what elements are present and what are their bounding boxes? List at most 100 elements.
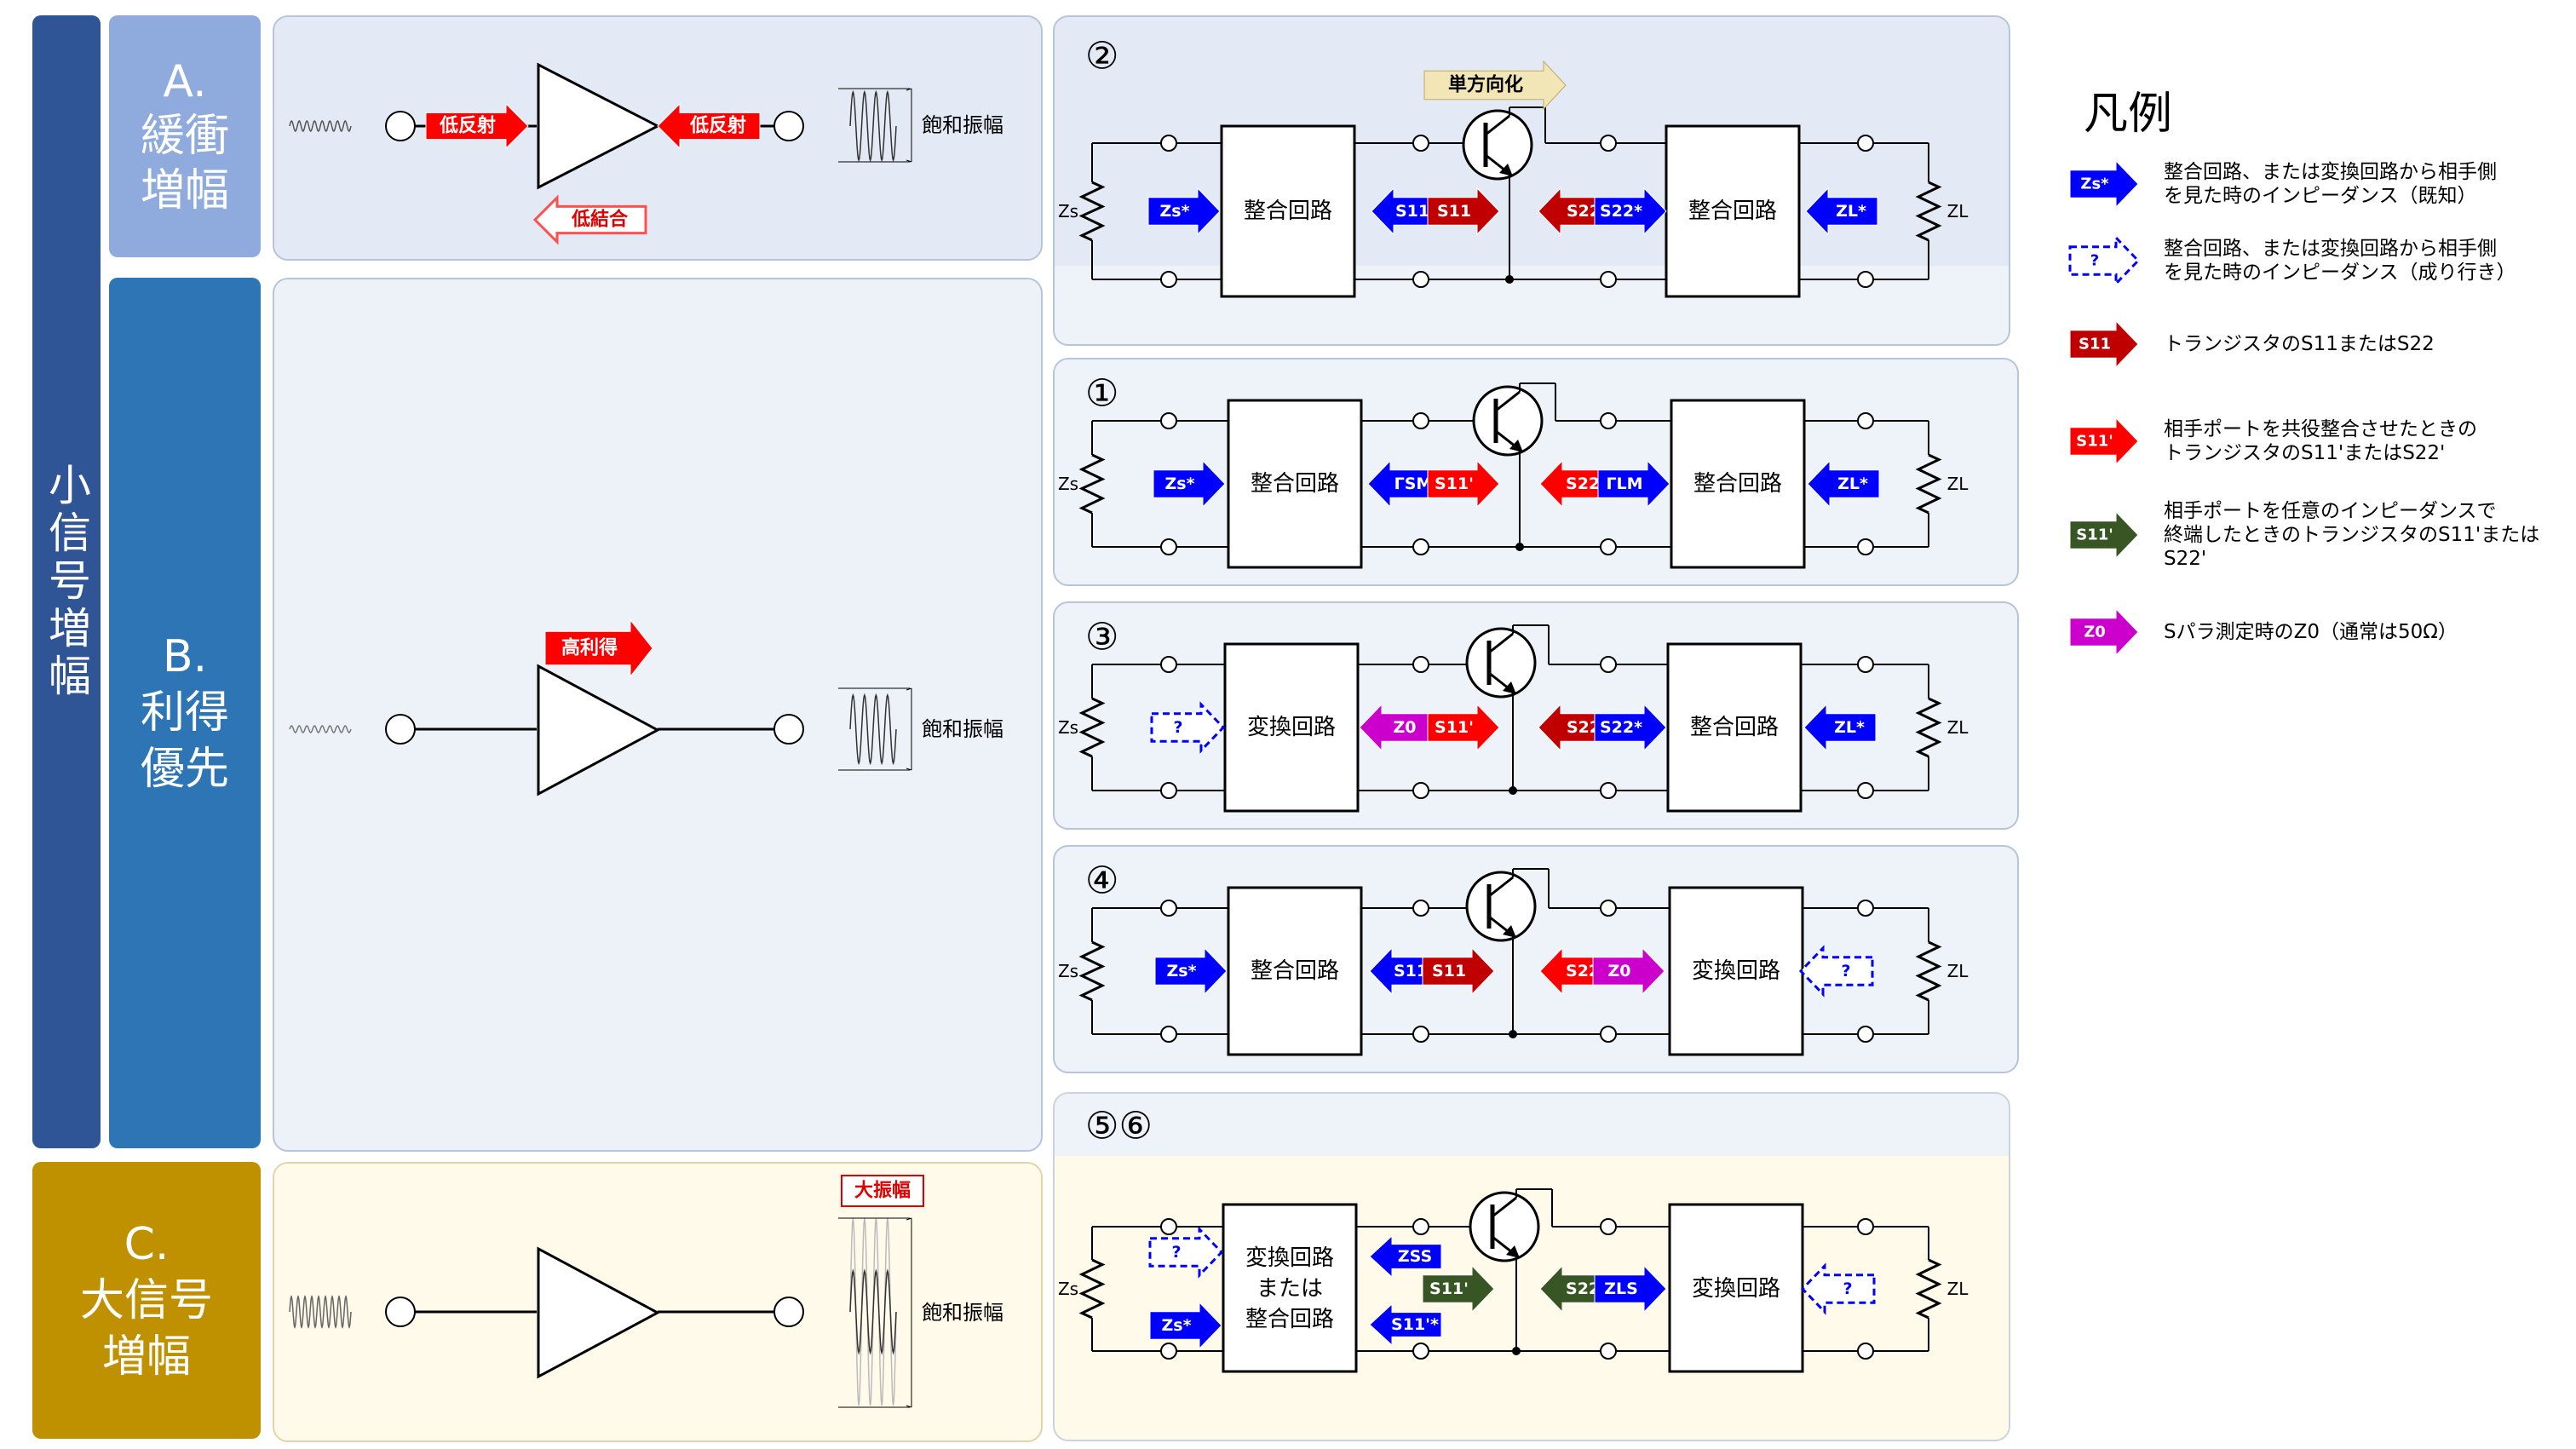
- arrow-p2-3-label: S22: [1567, 202, 1601, 221]
- circuit-p56-left-box: [1222, 1203, 1358, 1373]
- circuit-p3-emitter-arrow: [1503, 681, 1516, 694]
- arrow-p4-4: [1592, 946, 1665, 996]
- category-b-line2: 優先: [140, 744, 229, 795]
- circuit-p56-term-2: [1160, 1343, 1177, 1360]
- circuit-p56-term-7: [1857, 1218, 1874, 1235]
- circuit-p4-left-box: [1227, 886, 1363, 1056]
- circuit-p4-term-2: [1160, 1026, 1177, 1043]
- circuit-p1-zs-label: Zs: [1058, 474, 1078, 494]
- circuit-p3-right-box-label: 整合回路: [1690, 715, 1779, 740]
- circuit-p4-zl-label: ZL: [1947, 961, 1969, 981]
- circuit-p56-term-4: [1412, 1343, 1429, 1360]
- legend-text-1-1: を見た時のインピーダンス（成り行き）: [2164, 262, 2516, 284]
- circuit-p56-number: ⑤⑥: [1085, 1105, 1153, 1148]
- arrow-p56-0-label: ?: [1171, 1243, 1181, 1262]
- arrow-p1-3-label: S22': [1566, 474, 1605, 493]
- output-wave-b: [849, 693, 897, 766]
- legend-text-0-1: を見た時のインピーダンス（既知）: [2164, 185, 2477, 207]
- arrow-p56-2-label: ZSS: [1398, 1247, 1432, 1266]
- input-wave-b: [289, 725, 352, 733]
- circuit-p56-left-box-label-1: または: [1256, 1276, 1323, 1302]
- category-b: B. 利得 優先: [109, 278, 261, 1148]
- circuit-p2-left-box: [1220, 124, 1356, 298]
- saturation-a-tick1: [906, 88, 912, 91]
- circuit-p1-transistor-collector: [1495, 390, 1521, 412]
- circuit-p56-term-8: [1857, 1343, 1874, 1360]
- circuit-p4-number: ④: [1085, 860, 1118, 903]
- legend-symbol-0-label: Zs*: [2080, 175, 2109, 193]
- input-terminal-a: [385, 111, 416, 141]
- circuit-p2-left-box-label: 整合回路: [1244, 198, 1332, 224]
- tag-low-reflect-out: [657, 102, 761, 150]
- arrow-p56-4-label: S11': [1429, 1279, 1469, 1298]
- circuit-p3-transistor-collector: [1488, 632, 1514, 654]
- circuit-p56-term-6: [1600, 1343, 1617, 1360]
- circuit-p3-zs-label: Zs: [1058, 717, 1078, 738]
- tag-high-gain-label: 高利得: [561, 637, 618, 659]
- category-a: A. 緩衝 増幅: [109, 15, 261, 257]
- legend-symbol-1-label: ?: [2090, 252, 2099, 270]
- circuit-p56-transistor-collector: [1492, 1196, 1517, 1218]
- circuit-p2-term-6: [1600, 271, 1617, 288]
- banner-unilateral-label: 単方向化: [1448, 74, 1523, 96]
- circuit-p3-term-1: [1160, 656, 1177, 673]
- output-terminal-a: [773, 111, 804, 141]
- circuit-p56-left-box-label-2: 整合回路: [1245, 1307, 1334, 1332]
- circuit-p3-zs-resistor: [1078, 697, 1106, 758]
- circuit-p1-number: ①: [1085, 372, 1118, 416]
- tag-low-coupling: [532, 194, 647, 245]
- circuit-p1-term-4: [1412, 538, 1429, 555]
- circuit-p4-zs-label: Zs: [1058, 961, 1078, 981]
- saturation-a-tick2: [906, 159, 912, 163]
- circuit-p2-transistor-collector: [1485, 114, 1510, 136]
- saturation-c-tick2: [906, 1405, 912, 1408]
- output-wave-a: [849, 89, 897, 163]
- arrow-p1-0: [1153, 459, 1226, 509]
- tag-low-reflect-in-label: 低反射: [439, 115, 496, 137]
- input-wave-c: [289, 1295, 352, 1329]
- circuit-p3-number: ③: [1085, 616, 1118, 659]
- arrow-p56-6-label: ZLS: [1604, 1279, 1638, 1298]
- circuit-p1-term-1: [1160, 412, 1177, 429]
- saturation-a-label: 飽和振幅: [922, 113, 1003, 137]
- circuit-p4-right-box-label: 変換回路: [1692, 958, 1780, 984]
- circuit-p3-transistor-body: [1465, 627, 1537, 699]
- circuit-p2-zl-resistor: [1915, 181, 1942, 242]
- category-a-line1: 緩衝: [140, 111, 229, 162]
- circuit-p4-zs-resistor: [1078, 940, 1106, 1002]
- circuit-p1-left-box: [1227, 399, 1363, 569]
- legend-text-0-0: 整合回路、または変換回路から相手側: [2164, 161, 2497, 183]
- circuit-p1-term-7: [1857, 412, 1874, 429]
- arrow-p1-5: [1807, 459, 1880, 509]
- category-small-signal: 小信号増幅: [32, 15, 101, 1148]
- circuit-p2-term-5: [1600, 135, 1617, 152]
- circuit-p4-zl-resistor: [1915, 940, 1942, 1002]
- circuit-p1-zl-resistor: [1915, 453, 1942, 515]
- circuit-p56-zl-label: ZL: [1947, 1279, 1969, 1299]
- amp-triangle-a: [537, 62, 661, 190]
- amp-triangle-b: [537, 664, 661, 796]
- arrow-p3-3-label: S22: [1567, 718, 1601, 737]
- arrow-p4-2-label: S11: [1432, 962, 1466, 980]
- arrow-p3-0: [1150, 701, 1226, 754]
- legend-symbol-1: [2068, 234, 2141, 287]
- arrow-p2-5-label: ZL*: [1836, 202, 1866, 221]
- circuit-p2-term-2: [1160, 271, 1177, 288]
- saturation-b-tick2: [906, 768, 912, 771]
- legend-text-4-0: 相手ポートを任意のインピーダンスで: [2164, 500, 2497, 522]
- amp-panel-a: [273, 15, 1043, 261]
- circuit-p3-term-5: [1600, 656, 1617, 673]
- arrow-p56-6: [1594, 1264, 1667, 1314]
- legend-symbol-3: [2069, 417, 2139, 466]
- legend-title: 凡例: [2084, 89, 2172, 140]
- category-c-line2: 増幅: [101, 1331, 191, 1383]
- arrow-p56-0: [1148, 1226, 1224, 1279]
- saturation-b-label: 飽和振幅: [922, 717, 1003, 741]
- arrow-p3-1: [1359, 703, 1432, 752]
- circuit-p3-term-2: [1160, 782, 1177, 799]
- output-terminal-c: [773, 1297, 804, 1327]
- tag-low-coupling-label: 低結合: [571, 209, 629, 231]
- circuit-p2-zl-label: ZL: [1947, 201, 1969, 221]
- circuit-p3-zl-resistor: [1915, 697, 1942, 758]
